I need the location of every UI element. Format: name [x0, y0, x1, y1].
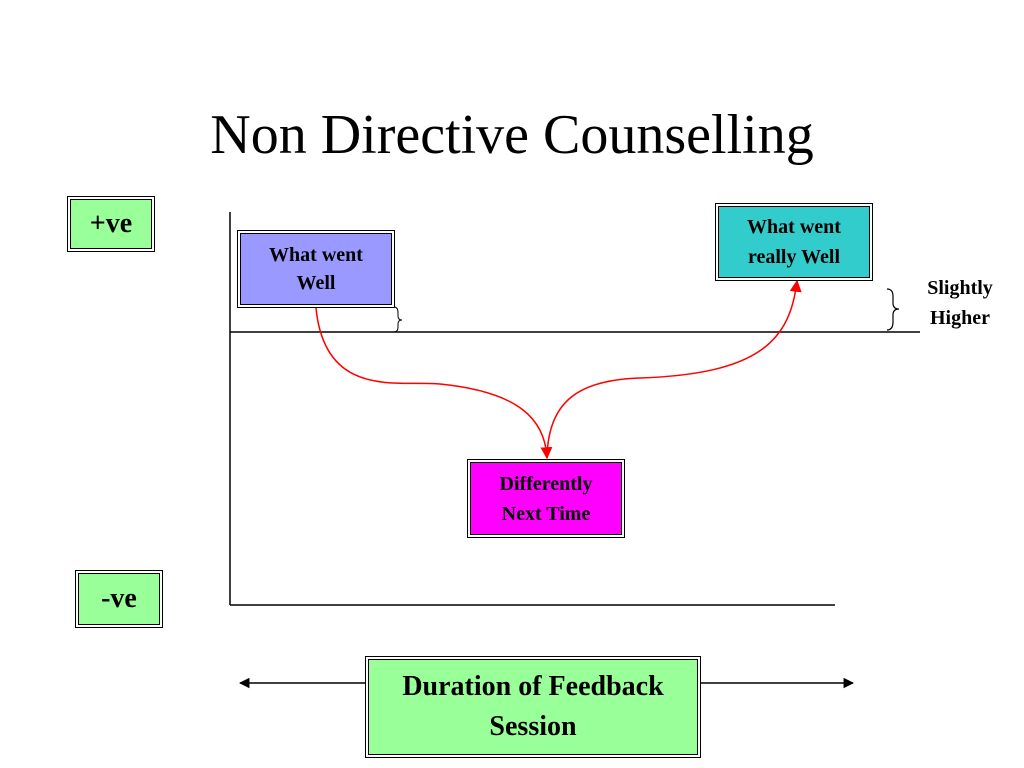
- what-went-really-well-box: What went really Well: [715, 203, 873, 281]
- differently-next-time-box: Differently Next Time: [467, 459, 625, 538]
- positive-label-text: +ve: [89, 208, 133, 239]
- what-went-well-text: What went Well: [269, 244, 363, 294]
- duration-text: Duration of Feedback Session: [402, 671, 664, 742]
- negative-label-text: -ve: [101, 583, 137, 614]
- arrow-well-to-differently: [315, 307, 553, 460]
- small-brace: [393, 306, 403, 333]
- slightly-higher-label: Slightly Higher: [927, 277, 993, 329]
- arrow-differently-to-really-well: [546, 279, 802, 459]
- what-went-well-box: What went Well: [237, 230, 395, 308]
- right-brace: [886, 288, 900, 331]
- what-went-really-well-text: What went really Well: [747, 216, 841, 268]
- positive-label-box: +ve: [67, 196, 155, 252]
- negative-label-box: -ve: [75, 570, 163, 628]
- differently-next-time-text: Differently Next Time: [499, 472, 593, 525]
- page-title: Non Directive Counselling: [210, 104, 814, 166]
- duration-box: Duration of Feedback Session: [365, 656, 701, 758]
